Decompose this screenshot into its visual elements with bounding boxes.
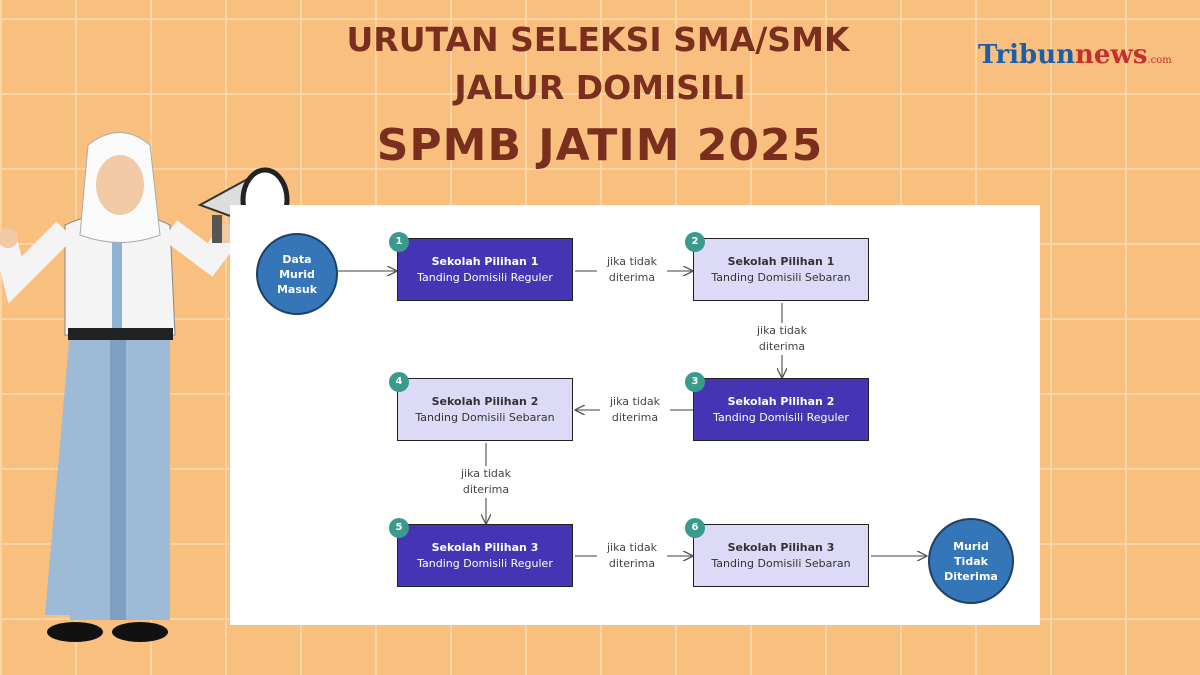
- tribunnews-logo: Tribunnews.com: [978, 40, 1172, 70]
- step-badge: 4: [389, 372, 409, 392]
- step-badge: 3: [685, 372, 705, 392]
- title-line-1: URUTAN SELEKSI SMA/SMK: [346, 20, 850, 59]
- step-badge: 5: [389, 518, 409, 538]
- title-line-2: JALUR DOMISILI: [454, 68, 746, 107]
- girl-with-megaphone-illustration: [0, 132, 290, 642]
- step-badge: 1: [389, 232, 409, 252]
- title-line-3: SPMB JATIM 2025: [376, 120, 824, 171]
- step-badge: 6: [685, 518, 705, 538]
- step-badge: 2: [685, 232, 705, 252]
